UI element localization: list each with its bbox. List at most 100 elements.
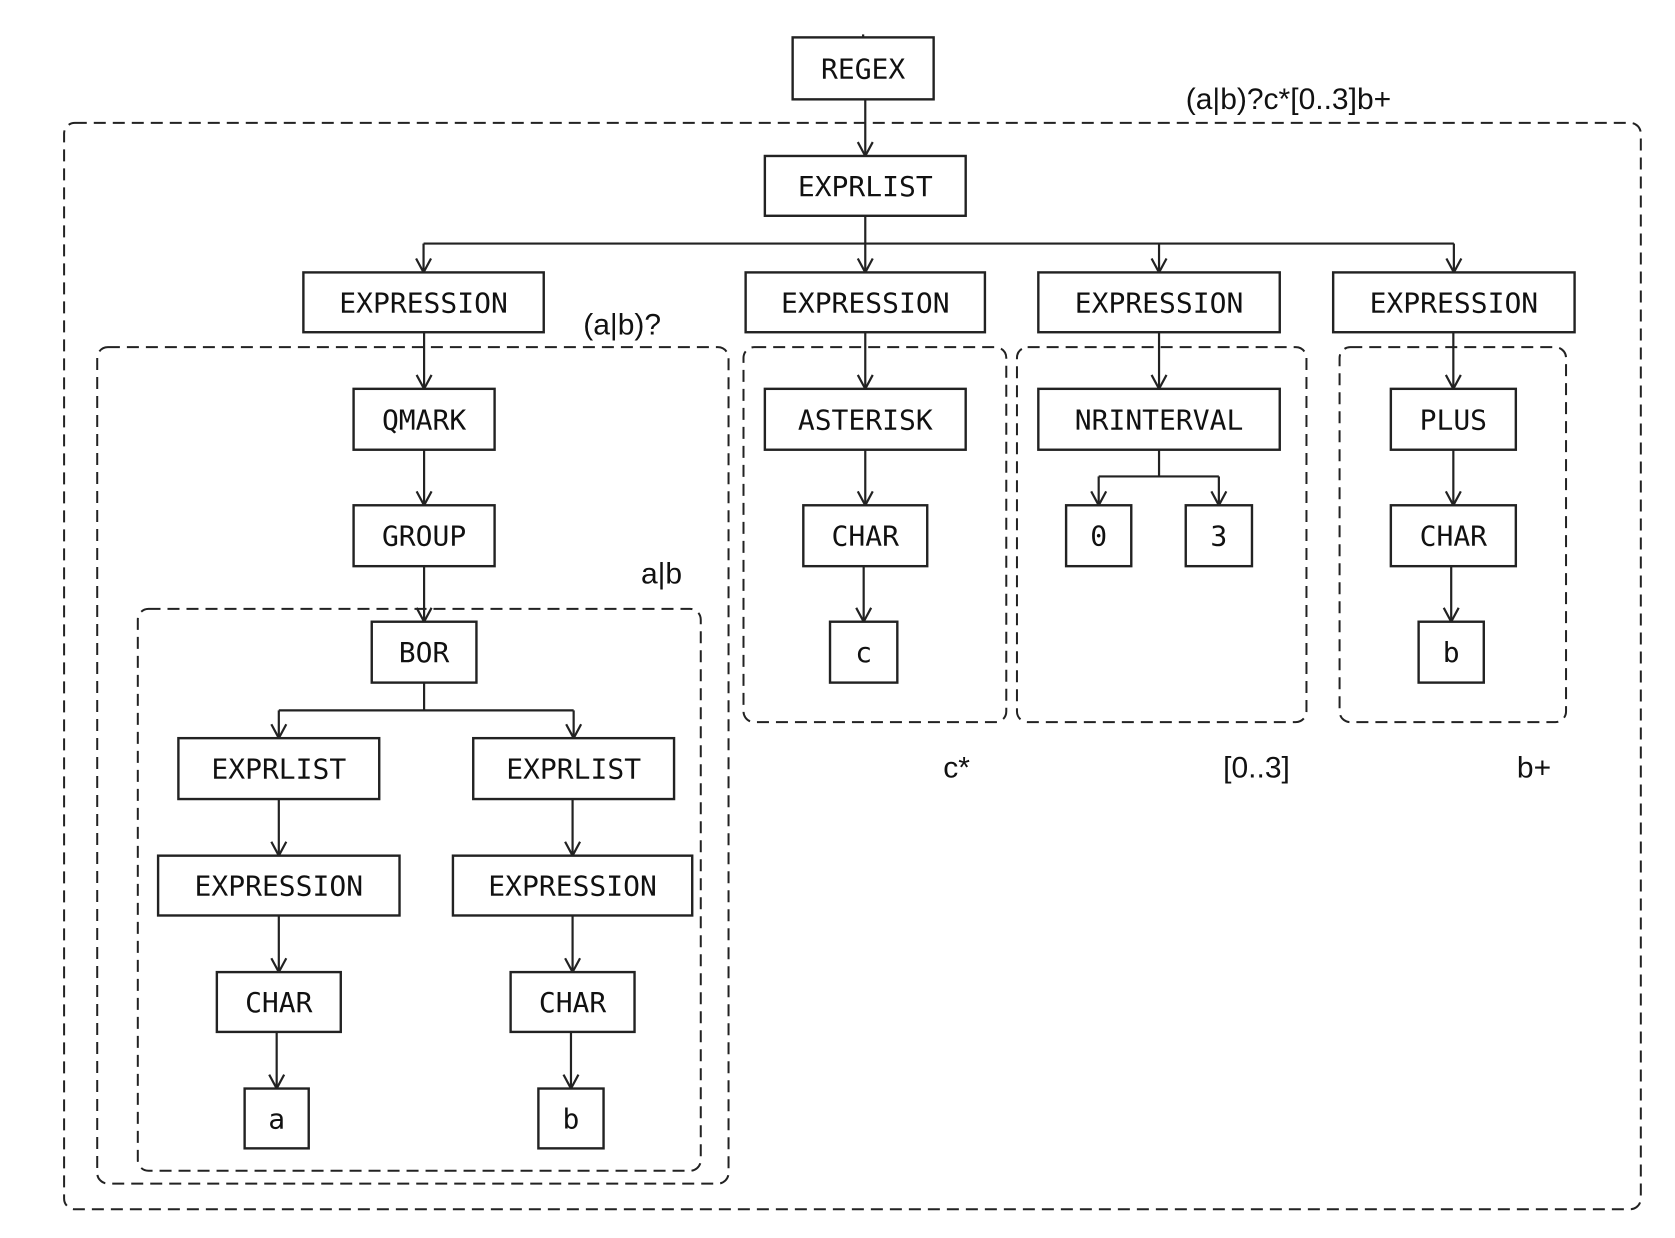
edge-group-expr3	[1150, 332, 1168, 392]
node-qmark: QMARK	[352, 387, 496, 451]
edge-group-expr_b	[564, 915, 582, 975]
node-box-nrinterval	[1037, 387, 1281, 451]
node-box-expr3	[1037, 271, 1281, 334]
node-label-leaf_b2: b	[1443, 636, 1460, 669]
group-box-interval_group	[1015, 346, 1308, 724]
node-label-plus: PLUS	[1420, 403, 1487, 436]
node-label-expr_a: EXPRESSION	[195, 870, 364, 903]
node-asterisk: ASTERISK	[763, 387, 967, 451]
node-label-asterisk: ASTERISK	[798, 403, 933, 436]
node-box-qmark	[352, 387, 496, 451]
node-label-leaf_b: b	[563, 1102, 580, 1135]
node-expr2: EXPRESSION	[744, 271, 987, 334]
group-box-star_group	[742, 346, 1008, 724]
node-box-num0	[1064, 504, 1133, 568]
node-plus: PLUS	[1389, 387, 1518, 451]
node-label-num3: 3	[1210, 520, 1227, 553]
node-box-leaf_b	[537, 1087, 605, 1150]
edge-group-exprlist_a	[270, 799, 288, 858]
node-box-exprlist_root	[763, 154, 967, 217]
node-label-exprlist_b: EXPRLIST	[506, 753, 641, 786]
node-char_b2: CHAR	[1389, 504, 1518, 568]
node-expr_a: EXPRESSION	[156, 854, 401, 917]
edge-group-group	[415, 566, 433, 625]
node-label-expr1: EXPRESSION	[339, 286, 508, 319]
node-group: GROUP	[352, 504, 496, 568]
edge-group-asterisk	[856, 449, 874, 508]
node-label-char_c: CHAR	[832, 520, 900, 553]
node-box-exprlist_a	[177, 736, 381, 801]
node-exprlist_b: EXPRLIST	[472, 736, 676, 801]
edge-group-qmark	[415, 449, 433, 508]
group-box-alt_group	[136, 607, 702, 1172]
node-label-char_a: CHAR	[245, 986, 313, 1019]
node-char_a: CHAR	[215, 970, 342, 1034]
group-box-qmark_group	[96, 346, 730, 1185]
node-box-asterisk	[763, 387, 967, 451]
group-label-alt_group: a|b	[641, 557, 682, 590]
node-char_c: CHAR	[802, 504, 929, 568]
node-num3: 3	[1184, 504, 1254, 568]
group-label-star_group: c*	[943, 752, 970, 785]
node-box-leaf_c	[828, 620, 899, 684]
node-label-group: GROUP	[382, 520, 466, 553]
edge-group-char_c	[855, 566, 873, 625]
edge-group-regex	[856, 99, 874, 159]
node-box-expr4	[1331, 271, 1576, 334]
node-box-leaf_b2	[1417, 620, 1485, 684]
node-box-group	[352, 504, 496, 568]
group-boxes: (a|b)?c*[0..3]b+ (a|b)? a|b c* [0..3] b+	[63, 83, 1642, 1211]
node-leaf_a: a	[243, 1087, 310, 1150]
node-label-regex: REGEX	[821, 52, 905, 85]
node-box-expr1	[302, 271, 545, 334]
edge-group-expr2	[856, 332, 874, 392]
node-bor: BOR	[370, 620, 478, 684]
node-label-expr_b: EXPRESSION	[488, 870, 657, 903]
node-box-expr_a	[156, 854, 401, 917]
node-label-expr4: EXPRESSION	[1370, 286, 1539, 319]
node-label-char_b2: CHAR	[1420, 520, 1488, 553]
edge-group-char_a	[268, 1031, 286, 1091]
node-regex: REGEX	[791, 36, 935, 101]
node-box-regex	[791, 36, 935, 101]
node-label-leaf_a: a	[268, 1102, 285, 1135]
node-expr1: EXPRESSION	[302, 271, 545, 334]
edge-group-nrinterval	[1090, 449, 1228, 508]
node-label-expr2: EXPRESSION	[781, 286, 950, 319]
edge-group-plus	[1444, 449, 1462, 508]
node-label-exprlist_root: EXPRLIST	[798, 170, 933, 203]
node-box-expr2	[744, 271, 987, 334]
group-label-qmark_group: (a|b)?	[583, 308, 661, 341]
node-box-num3	[1184, 504, 1254, 568]
node-exprlist_root: EXPRLIST	[763, 154, 967, 217]
node-expr4: EXPRESSION	[1331, 271, 1576, 334]
group-label-full: (a|b)?c*[0..3]b+	[1186, 83, 1391, 116]
edge-group-char_b	[562, 1031, 580, 1091]
group-label-interval_group: [0..3]	[1223, 752, 1290, 785]
edge-group-exprlist_b	[564, 799, 582, 858]
node-label-nrinterval: NRINTERVAL	[1075, 403, 1244, 436]
node-expr_b: EXPRESSION	[451, 854, 694, 917]
edge-group-bor	[270, 682, 583, 741]
edge-group-char_b2	[1442, 566, 1460, 625]
edge-group-expr1	[415, 332, 433, 392]
node-label-qmark: QMARK	[382, 403, 466, 436]
edge-group-expr_a	[270, 915, 288, 975]
node-leaf_c: c	[828, 620, 899, 684]
node-label-leaf_c: c	[855, 636, 872, 669]
node-box-bor	[370, 620, 478, 684]
node-label-char_b: CHAR	[539, 986, 607, 1019]
node-label-expr3: EXPRESSION	[1075, 286, 1244, 319]
node-label-exprlist_a: EXPRLIST	[211, 753, 346, 786]
edge-group-expr4	[1444, 332, 1462, 392]
node-label-bor: BOR	[399, 636, 450, 669]
node-box-char_b	[509, 970, 636, 1034]
edge-group-exprlist_root	[415, 215, 1463, 275]
node-char_b: CHAR	[509, 970, 636, 1034]
node-exprlist_a: EXPRLIST	[177, 736, 381, 801]
group-label-plus_group: b+	[1517, 752, 1551, 785]
node-leaf_b: b	[537, 1087, 605, 1150]
node-box-plus	[1389, 387, 1518, 451]
node-box-leaf_a	[243, 1087, 310, 1150]
